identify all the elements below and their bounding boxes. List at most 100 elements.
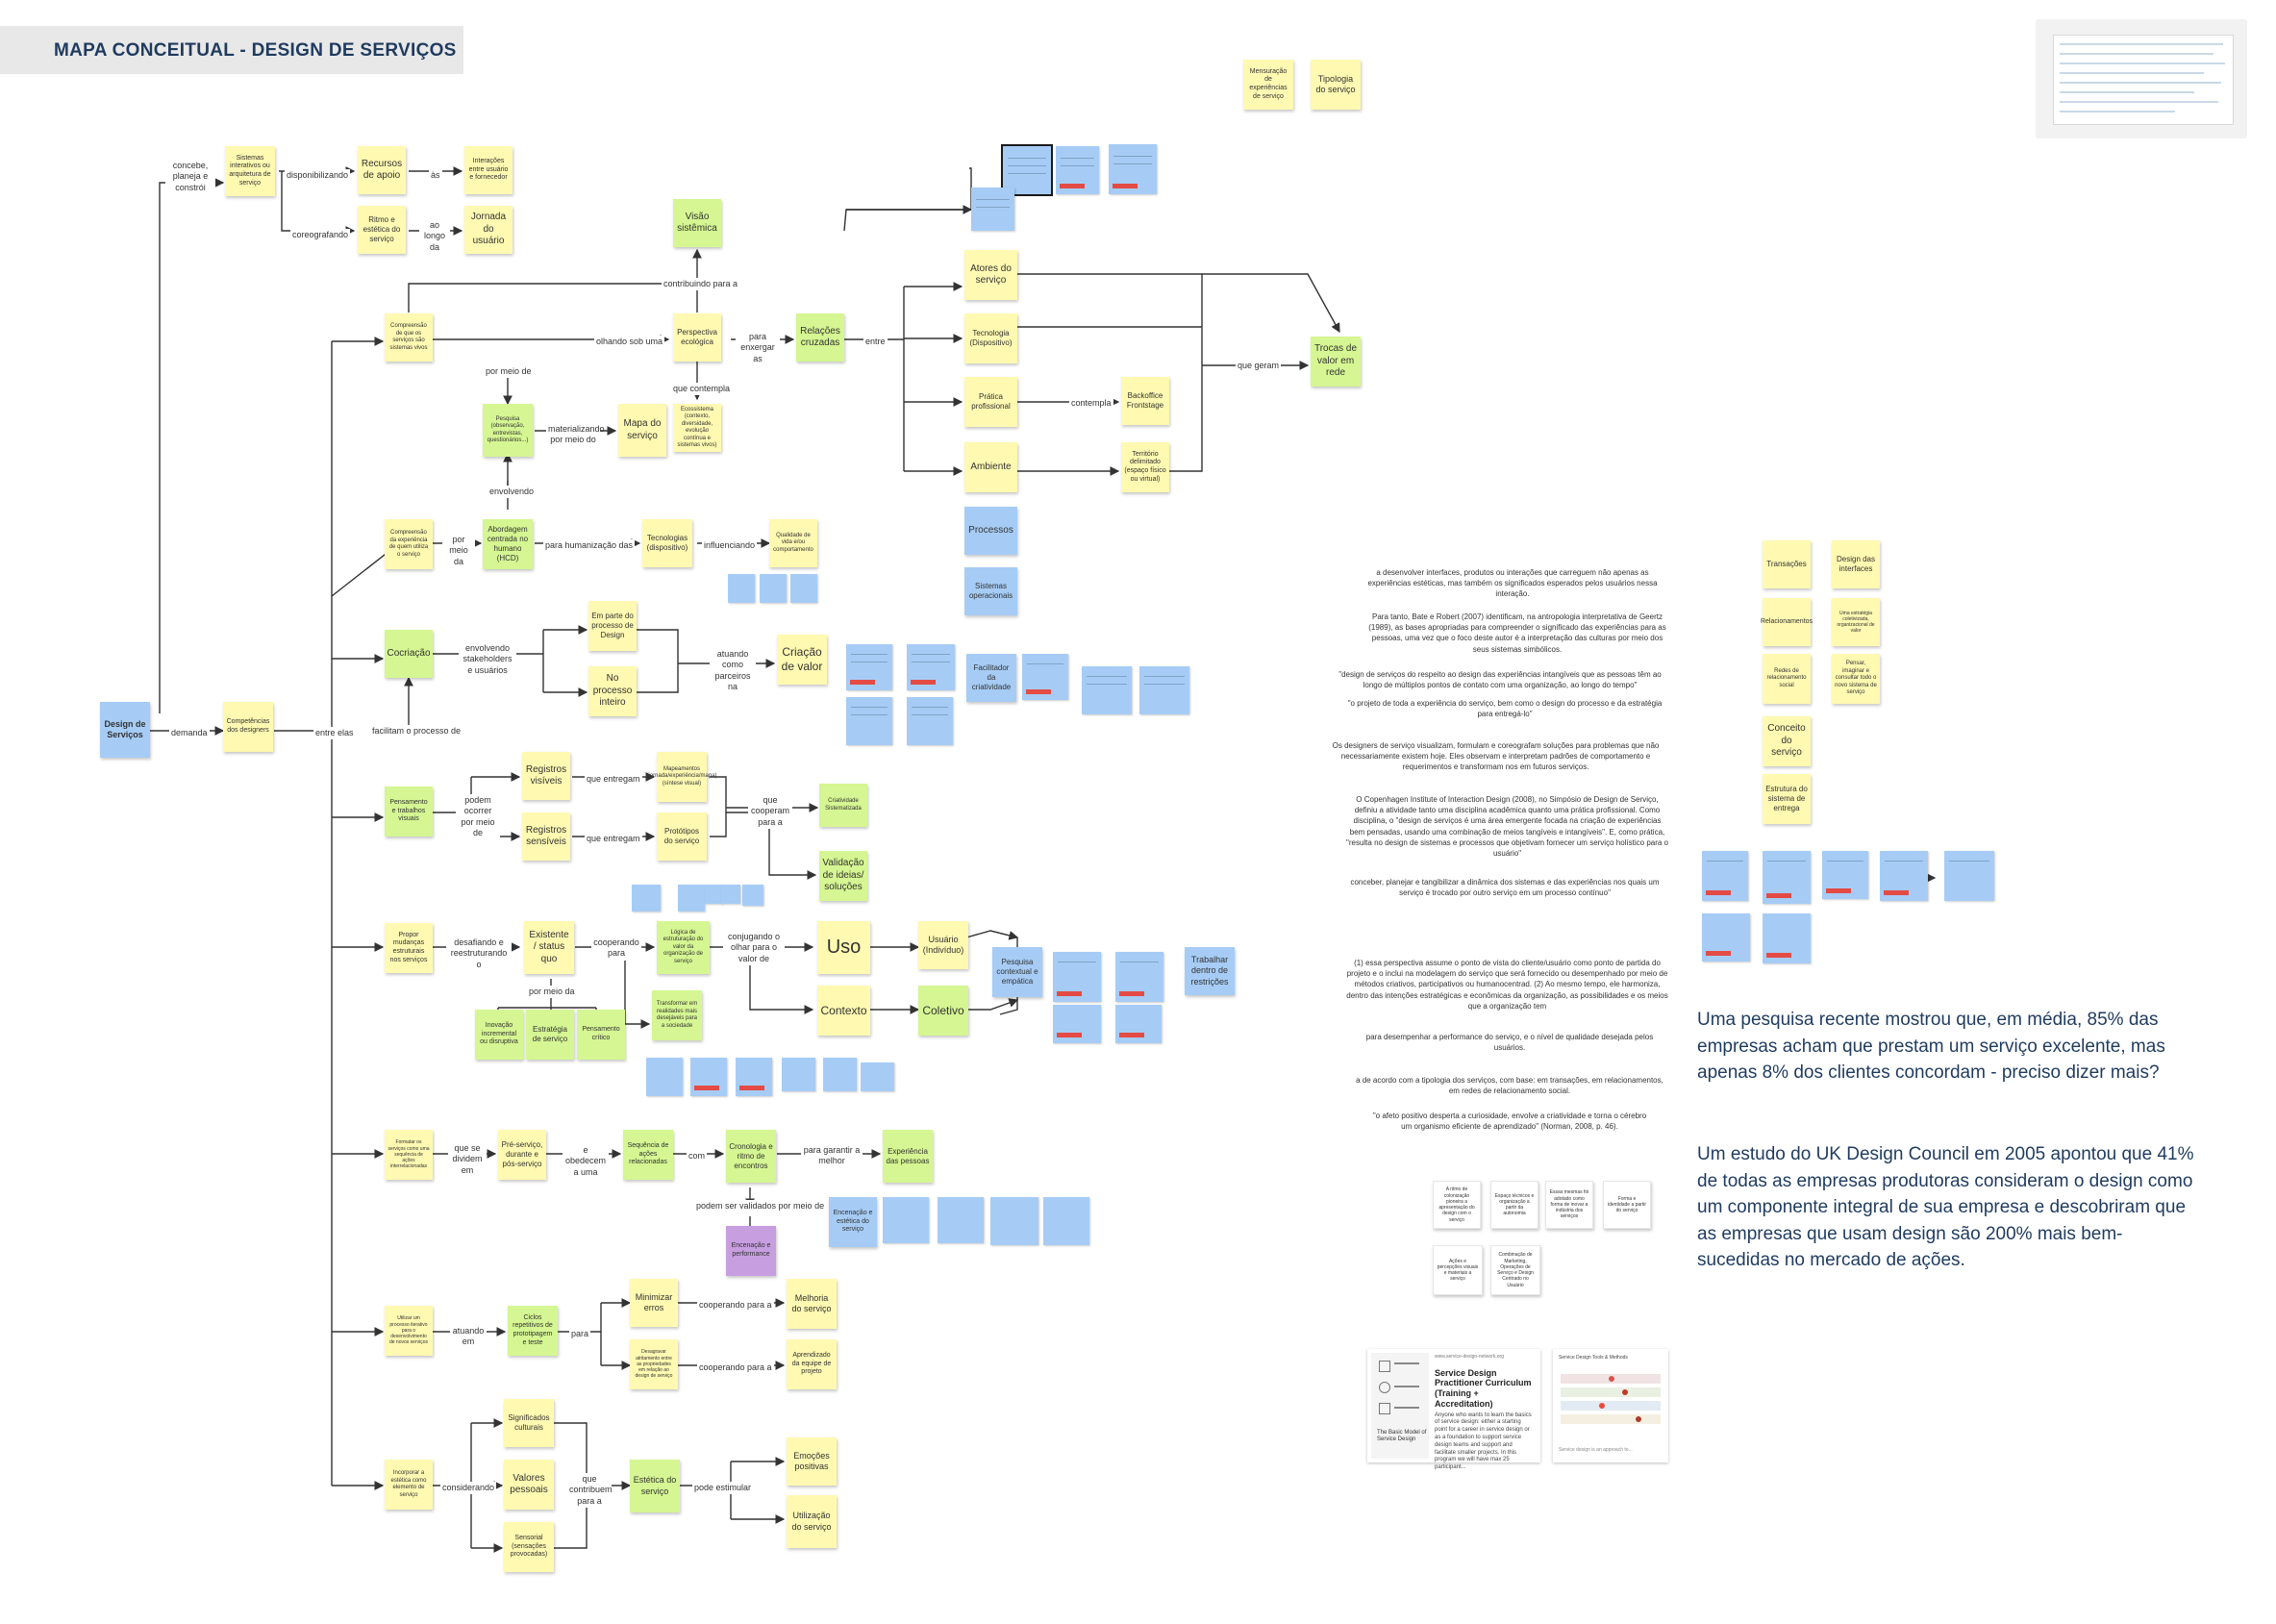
- note-competencias[interactable]: Competências dos designers: [223, 702, 273, 752]
- mini-note[interactable]: [721, 885, 740, 904]
- note-incorporar-estetica[interactable]: Incorporar a estética como elemento de s…: [385, 1460, 433, 1510]
- mini-note[interactable]: [1115, 952, 1163, 1002]
- note-mapa-servico[interactable]: Mapa do serviço: [618, 404, 666, 457]
- note-registros-visiveis[interactable]: Registros visíveis: [522, 752, 570, 800]
- mini-note[interactable]: [1053, 1005, 1101, 1043]
- note-tipologia[interactable]: Tipologia do serviço: [1311, 60, 1361, 110]
- grey-note[interactable]: Ações e percepções visuais e materiais a…: [1433, 1245, 1483, 1295]
- mini-note[interactable]: [646, 1058, 683, 1096]
- mini-note[interactable]: [907, 697, 953, 745]
- mini-note[interactable]: [990, 1197, 1038, 1245]
- note-mapeamentos[interactable]: Mapeamentos (jornada/experiência/mapa) (…: [646, 752, 717, 802]
- note-sistemas-operacionais[interactable]: Sistemas operacionais: [964, 567, 1017, 615]
- note-estrategia-coletivizada[interactable]: Uma estratégia coletivizada, organizacio…: [1832, 598, 1880, 646]
- note-pesquisa[interactable]: Pesquisa (observação, entrevistas, quest…: [483, 404, 533, 457]
- mini-note[interactable]: [1022, 654, 1068, 700]
- note-pensar-imaginar[interactable]: Pensar, imaginar e consultar todo o novo…: [1832, 654, 1880, 704]
- note-processos[interactable]: Processos: [964, 507, 1017, 555]
- mini-note[interactable]: [1109, 144, 1157, 194]
- note-transformar-realidades[interactable]: Transformar em realidades mais desejávei…: [652, 990, 702, 1040]
- note-estetica-servico[interactable]: Estética do serviço: [630, 1460, 680, 1512]
- mini-note[interactable]: [823, 1058, 857, 1091]
- note-sensorial[interactable]: Sensorial (sensações provocadas): [504, 1522, 554, 1572]
- mini-note[interactable]: [1115, 1005, 1162, 1043]
- note-interacoes[interactable]: Interações entre usuário e fornecedor: [464, 146, 513, 194]
- note-encenacao-performance[interactable]: Encenação e performance: [726, 1226, 776, 1276]
- note-sistemas-interativos[interactable]: Sistemas interativos ou arquitetura de s…: [225, 146, 275, 196]
- mini-note[interactable]: [1082, 666, 1132, 714]
- mini-note[interactable]: [1043, 1197, 1089, 1245]
- note-redes-relacionamento[interactable]: Redes de relacionamento social: [1763, 654, 1811, 704]
- note-compreensao-experiencia[interactable]: Compreensão da experiência de quem utili…: [385, 519, 433, 569]
- grey-note[interactable]: Essas mesmas foi adotado como forma de i…: [1545, 1181, 1593, 1229]
- note-ambiente[interactable]: Ambiente: [964, 442, 1017, 492]
- note-pesquisa-contextual[interactable]: Pesquisa contextual e empática: [992, 947, 1042, 997]
- note-mensuracao[interactable]: Mensuração de experiências de serviço: [1243, 60, 1293, 110]
- mini-note[interactable]: [1056, 146, 1099, 194]
- note-encenacao-estetica[interactable]: Encenação e estética do serviço: [829, 1197, 877, 1247]
- note-relacoes-cruzadas[interactable]: Relações cruzadas: [796, 313, 844, 362]
- grey-note[interactable]: Combinação de Marketing, Operações de Se…: [1490, 1245, 1540, 1295]
- note-pensamento-visuais[interactable]: Pensamento e trabalhos visuais: [385, 787, 433, 837]
- note-backoffice-frontstage[interactable]: Backoffice Frontstage: [1121, 377, 1169, 425]
- mini-note[interactable]: [1880, 851, 1928, 901]
- minimap[interactable]: [2036, 19, 2247, 138]
- note-design-de-servicos[interactable]: Design de Serviços: [100, 702, 150, 758]
- note-experiencia-pessoas[interactable]: Experiência das pessoas: [883, 1130, 933, 1183]
- grey-note[interactable]: Forma e identidade a partir do serviço: [1603, 1181, 1651, 1229]
- note-melhoria-servico[interactable]: Melhoria do serviço: [787, 1279, 837, 1329]
- note-facilitador-criatividade[interactable]: Facilitador da criatividade: [966, 654, 1016, 702]
- grey-note[interactable]: A ritmo de colonização pioneira a aprese…: [1433, 1181, 1481, 1229]
- note-valores-pessoais[interactable]: Valores pessoais: [504, 1460, 554, 1510]
- note-estrategia-servico[interactable]: Estratégia de serviço: [526, 1010, 574, 1060]
- mini-note[interactable]: [782, 1058, 815, 1091]
- note-cocriacao[interactable]: Cocriação: [385, 630, 433, 678]
- mini-note[interactable]: [705, 885, 722, 904]
- mini-note[interactable]: [1763, 851, 1811, 904]
- mini-note[interactable]: [728, 574, 755, 603]
- note-prototipos[interactable]: Protótipos do serviço: [657, 812, 707, 861]
- mini-note[interactable]: [1053, 952, 1101, 1002]
- note-relacionamentos[interactable]: Relacionamentos: [1761, 598, 1813, 646]
- note-cronologia-ritmo[interactable]: Cronologia e ritmo de encontros: [726, 1130, 776, 1183]
- link-card-service-design-network[interactable]: The Basic Model of Service Design www.se…: [1367, 1349, 1540, 1470]
- note-trocas-valor[interactable]: Trocas de valor em rede: [1311, 337, 1361, 387]
- mini-note[interactable]: [846, 697, 892, 745]
- note-usuario-individuo[interactable]: Usuário (Indivíduo): [918, 921, 968, 969]
- note-perspectiva-ecologica[interactable]: Perspectiva ecológica: [673, 313, 721, 362]
- note-recursos-apoio[interactable]: Recursos de apoio: [358, 146, 406, 194]
- link-card-service-design-tools[interactable]: Service Design Tools & Methods Service d…: [1553, 1349, 1668, 1462]
- note-design-interfaces[interactable]: Design das interfaces: [1832, 540, 1880, 588]
- note-tecnologia-dispositivo[interactable]: Tecnologia (Dispositivo): [964, 313, 1017, 363]
- note-ritmo-estetica[interactable]: Ritmo e estética do serviço: [358, 206, 406, 254]
- mini-note[interactable]: [1702, 851, 1748, 901]
- note-compreensao-sistemas[interactable]: Compreensão de que os serviços são siste…: [385, 313, 433, 362]
- mini-note[interactable]: [907, 644, 955, 690]
- mini-note[interactable]: [1139, 666, 1189, 714]
- mini-note[interactable]: [846, 644, 892, 690]
- grey-note[interactable]: Espaço técnicos e organização a partir d…: [1490, 1181, 1538, 1229]
- mini-note[interactable]: [742, 885, 763, 906]
- note-logica-estruturacao[interactable]: Lógica de estruturação do valor da organ…: [657, 921, 710, 974]
- mini-note[interactable]: [1822, 851, 1868, 899]
- note-visao-sistemica[interactable]: Visão sistêmica: [673, 199, 721, 247]
- note-jornada-usuario[interactable]: Jornada do usuário: [464, 206, 513, 254]
- note-aprendizado-equipe[interactable]: Aprendizado da equipe de projeto: [787, 1339, 837, 1389]
- note-hcd[interactable]: Abordagem centrada no humano (HCD): [483, 519, 533, 569]
- note-pensamento-critico[interactable]: Pensamento crítico: [577, 1010, 625, 1060]
- note-processo-inteiro[interactable]: No processo inteiro: [588, 666, 637, 716]
- minimap-viewport[interactable]: [2053, 35, 2234, 125]
- note-em-parte-processo[interactable]: Em parte do processo de Design: [588, 601, 637, 651]
- note-estrutura-entrega[interactable]: Estrutura do sistema de entrega: [1763, 774, 1811, 824]
- note-pratica-profissional[interactable]: Prática profissional: [964, 377, 1017, 427]
- note-pre-servico[interactable]: Pré-serviço, durante e pós-serviço: [498, 1130, 546, 1180]
- mini-note[interactable]: [632, 885, 661, 912]
- note-formatar-servicos[interactable]: Formatar os serviços como uma sequência …: [385, 1130, 433, 1180]
- mini-note[interactable]: [883, 1197, 929, 1243]
- note-desagravar[interactable]: Desagravar atritamento entre as propried…: [630, 1339, 678, 1389]
- mini-note[interactable]: [760, 574, 787, 603]
- mini-note[interactable]: [1001, 144, 1053, 196]
- note-criacao-valor[interactable]: Criação de valor: [777, 635, 827, 685]
- note-qualidade-vida[interactable]: Qualidade de vida e/ou comportamento: [769, 519, 817, 567]
- mini-note[interactable]: [678, 885, 705, 912]
